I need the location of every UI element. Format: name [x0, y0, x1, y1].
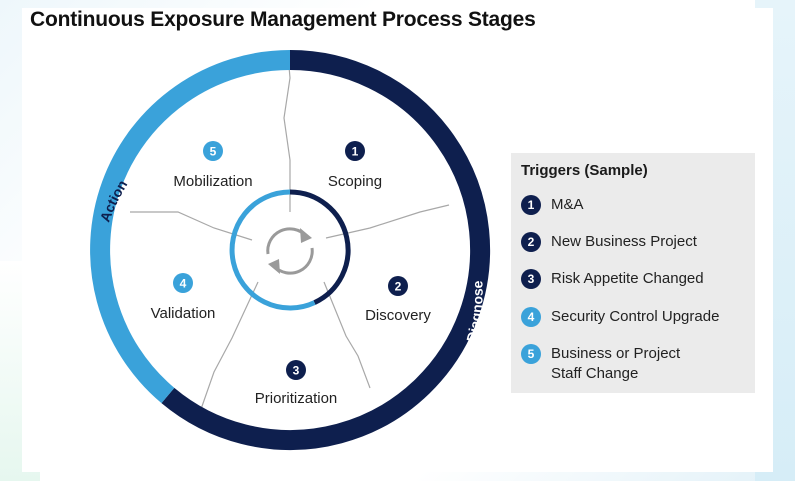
stage-label: Prioritization — [255, 390, 338, 407]
stage-number-badge — [286, 360, 306, 380]
stage-number: 1 — [352, 145, 359, 159]
stage-number: 4 — [180, 277, 187, 291]
stage-number-badge — [173, 273, 193, 293]
triggers-panel: Triggers (Sample) 1 M&A 2 New Business Proj… — [511, 153, 755, 393]
refresh-cycle-icon — [266, 227, 314, 275]
trigger-number-badge: 5 — [521, 344, 541, 364]
figure-title: Continuous Exposure Management Process S… — [30, 8, 536, 31]
trigger-item: 3 Risk Appetite Changed — [521, 269, 751, 289]
trigger-number-badge: 2 — [521, 232, 541, 252]
inner-ring — [229, 189, 351, 311]
stage-number-badge — [388, 276, 408, 296]
trigger-label: Security Control Upgrade — [551, 308, 720, 325]
trigger-number-badge: 4 — [521, 307, 541, 327]
stage-label: Scoping — [328, 173, 382, 190]
triggers-title: Triggers (Sample) — [521, 162, 648, 179]
trigger-label: M&A — [551, 196, 584, 213]
stage-number-badge — [203, 141, 223, 161]
trigger-number-badge: 1 — [521, 195, 541, 215]
trigger-item: 1 M&A — [521, 195, 751, 215]
trigger-item: 4 Security Control Upgrade — [521, 307, 751, 327]
stage-number: 2 — [395, 280, 402, 294]
stage-label: Discovery — [365, 307, 431, 324]
stage-number-badge — [345, 141, 365, 161]
outer-ring — [90, 50, 491, 450]
stage-label: Validation — [151, 305, 216, 322]
stage-number: 5 — [210, 145, 217, 159]
trigger-label: New Business Project — [551, 233, 697, 250]
trigger-number-badge: 3 — [521, 269, 541, 289]
trigger-label: Risk Appetite Changed — [551, 270, 704, 287]
stage-number: 3 — [293, 364, 300, 378]
trigger-item: 2 New Business Project — [521, 232, 751, 252]
stage-label: Mobilization — [173, 173, 252, 190]
